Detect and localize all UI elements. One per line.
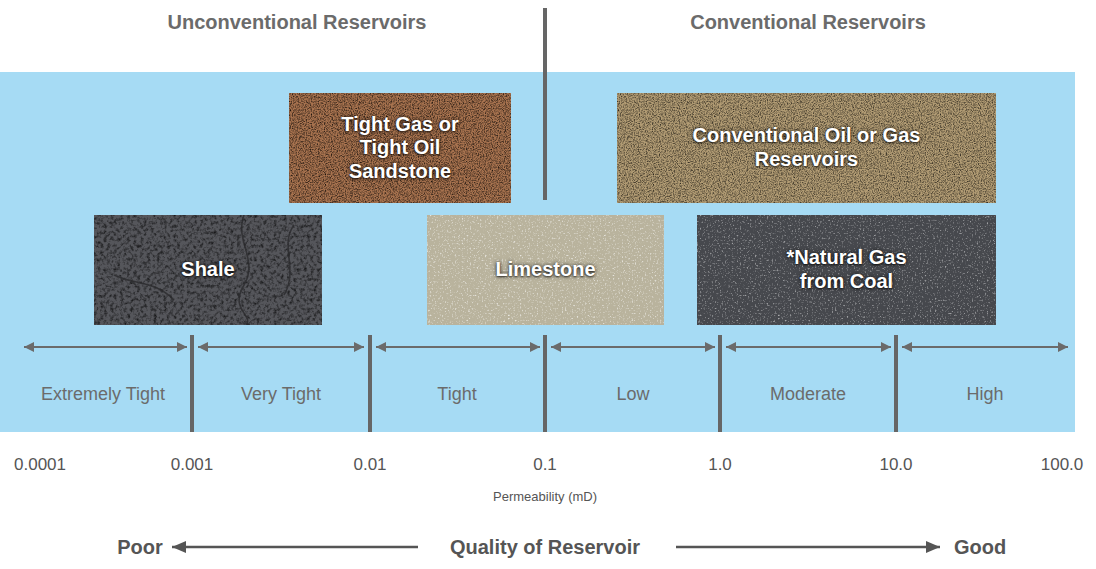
node-body: Limestone <box>495 258 595 282</box>
range-arrows <box>24 346 1068 348</box>
tick-value: 0.0001 <box>14 455 66 475</box>
rock-grain <box>427 215 664 325</box>
node-body: Shale <box>181 258 234 282</box>
rock-grain <box>697 215 996 325</box>
tick-value: 1.0 <box>708 455 732 475</box>
permeability-class: Low <box>616 384 649 406</box>
permeability-class: High <box>966 384 1003 406</box>
axis-title: Permeability (mD) <box>493 489 597 505</box>
rock-fill <box>697 215 996 325</box>
rock-fill <box>617 93 996 203</box>
rock-label: Shale <box>181 258 234 282</box>
rock-crack <box>114 275 174 300</box>
rock-grain <box>289 93 511 203</box>
node-body: Conventional Oil or Gas Reservoirs <box>692 124 922 171</box>
rock-sample-box: Tight Gas or Tight Oil Sandstone <box>289 93 511 203</box>
quality-arrow <box>676 546 940 549</box>
quality-scale-label: Quality of Reservoir <box>450 535 640 559</box>
quality-scale-label: Good <box>954 535 1006 559</box>
rock-crack <box>239 215 249 325</box>
rock-crack <box>284 225 294 295</box>
range-arrow <box>902 346 1068 348</box>
tick-value: 0.01 <box>353 455 386 475</box>
range-arrow <box>376 346 540 348</box>
tick-value: 10.0 <box>879 455 912 475</box>
tick-line <box>190 335 194 432</box>
divider-line <box>543 8 547 200</box>
node-body: *Natural Gas from Coal <box>772 246 922 293</box>
permeability-class: Extremely Tight <box>41 384 165 406</box>
tick-value: 0.1 <box>533 455 557 475</box>
rock-sample-box: Limestone <box>427 215 664 325</box>
tick-line <box>368 335 372 432</box>
range-arrow <box>551 346 715 348</box>
column-heading: Unconventional Reservoirs <box>168 10 427 34</box>
rock-sample-box: Conventional Oil or Gas Reservoirs <box>617 93 996 203</box>
column-heading: Conventional Reservoirs <box>690 10 926 34</box>
rock-fill <box>94 215 322 325</box>
range-arrow <box>198 346 364 348</box>
rock-grain <box>94 215 322 325</box>
permeability-class: Tight <box>437 384 476 406</box>
rock-label: Limestone <box>495 258 595 282</box>
tick-line <box>894 335 898 432</box>
boundary-ticks <box>192 335 896 432</box>
node-body: Tight Gas or Tight Oil Sandstone <box>325 113 475 184</box>
quality-scale-label: Poor <box>117 535 163 559</box>
range-arrow <box>726 346 891 348</box>
range-arrow <box>24 346 187 348</box>
tick-line <box>718 335 722 432</box>
rock-fill <box>427 215 664 325</box>
tick-value: 100.0 <box>1041 455 1084 475</box>
rock-sample-box: Shale <box>94 215 322 325</box>
permeability-class: Moderate <box>770 384 846 406</box>
rock-label: Conventional Oil or Gas Reservoirs <box>692 124 922 171</box>
rock-grain <box>617 93 996 203</box>
rock-sample-box: *Natural Gas from Coal <box>697 215 996 325</box>
permeability-class: Very Tight <box>241 384 321 406</box>
rock-label: Tight Gas or Tight Oil Sandstone <box>325 113 475 184</box>
rock-fill <box>289 93 511 203</box>
quality-arrow <box>172 546 418 549</box>
chart-panel <box>0 72 1075 432</box>
tick-line <box>543 335 547 432</box>
rock-label: *Natural Gas from Coal <box>772 246 922 293</box>
tick-value: 0.001 <box>171 455 214 475</box>
